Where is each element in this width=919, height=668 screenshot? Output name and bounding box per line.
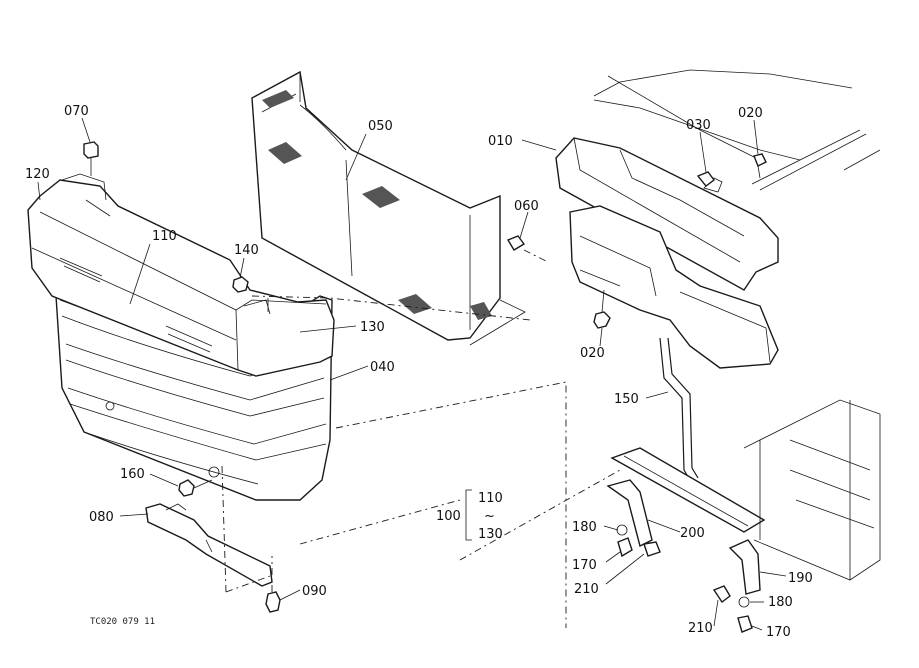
label-120: 120 (25, 167, 50, 182)
label-100-top: 110 (478, 491, 503, 506)
label-140: 140 (234, 243, 259, 258)
label-090: 090 (302, 584, 327, 599)
label-030: 030 (686, 118, 711, 133)
lower-brackets (606, 479, 761, 633)
support-bracket (569, 205, 779, 369)
label-020-mid: 020 (580, 346, 605, 361)
label-010: 010 (488, 134, 513, 149)
label-180-left: 180 (572, 520, 597, 535)
label-050: 050 (368, 119, 393, 134)
label-130: 130 (360, 320, 385, 335)
label-100: 100 (436, 509, 461, 524)
label-170-right: 170 (766, 625, 791, 640)
label-020-top: 020 (738, 106, 763, 121)
label-040: 040 (370, 360, 395, 375)
label-150: 150 (614, 392, 639, 407)
label-190: 190 (788, 571, 813, 586)
label-200: 200 (680, 526, 705, 541)
label-210-right: 210 (688, 621, 713, 636)
hardware-right (593, 153, 767, 329)
label-160: 160 (120, 467, 145, 482)
label-170-left: 170 (572, 558, 597, 573)
label-110: 110 (152, 229, 177, 244)
radiator-shield-050 (251, 70, 526, 346)
assembly-lines (221, 295, 621, 628)
label-060: 060 (514, 199, 539, 214)
label-100-tilde: ~ (484, 509, 495, 524)
label-210-left: 210 (574, 582, 599, 597)
front-cover-110 (27, 173, 335, 377)
hardware-left (83, 141, 549, 613)
label-180-right: 180 (768, 595, 793, 610)
frame-right (743, 399, 881, 581)
footer-code: TC020 079 11 (90, 617, 155, 627)
bracket-100 (465, 489, 472, 541)
label-080: 080 (89, 510, 114, 525)
leader-lines (37, 117, 787, 631)
stay-150 (610, 337, 766, 533)
label-100-bottom: 130 (478, 527, 503, 542)
label-070: 070 (64, 104, 89, 119)
body-outline (593, 69, 881, 191)
